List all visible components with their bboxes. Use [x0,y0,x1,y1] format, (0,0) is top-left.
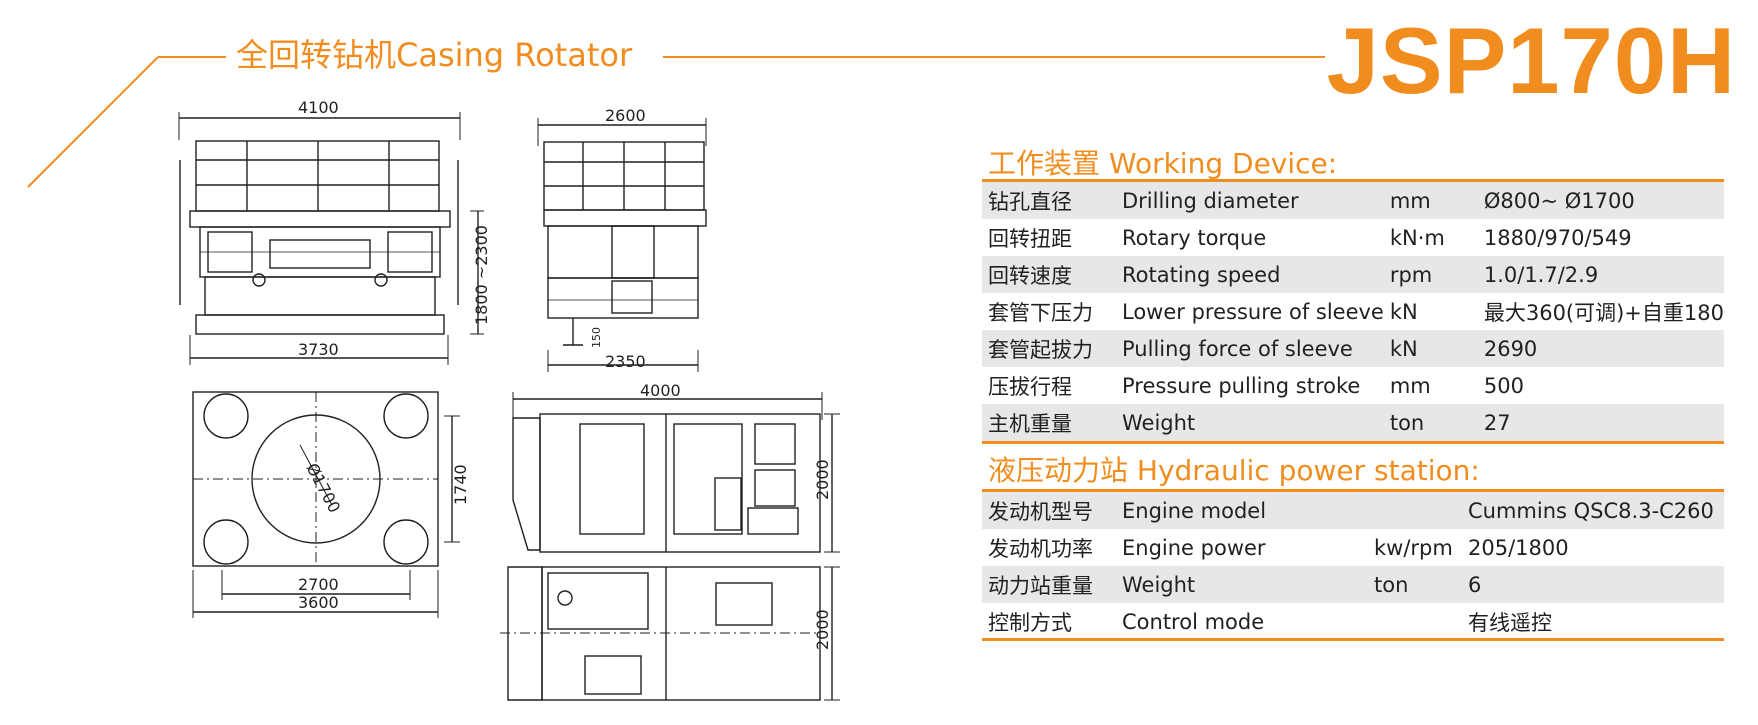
spec-label-cn: 发动机型号 [982,492,1116,529]
power-station-top-drawing: 2000 [500,566,840,701]
spec-label-cn: 回转扭距 [988,226,1072,251]
spec-unit: ton [1383,404,1478,441]
spec-row: 控制方式 Control mode 有线遥控 [982,603,1724,640]
power-station-top-height: 2000 [813,609,832,650]
side-foot-height: 150 [590,327,603,348]
power-station-length: 4000 [640,381,681,400]
front-top-width: 4100 [298,98,339,117]
spec-row: 压拔行程 Pressure pulling stroke mm 500 [982,367,1724,404]
front-bottom-width: 3730 [298,340,339,359]
spec-label-cn: 发动机功率 [988,536,1093,561]
spec-value: 6 [1462,566,1724,603]
spec-label-en: Weight [1116,404,1384,441]
working-device-top-rule [982,179,1724,182]
plan-width-outer: 3600 [298,593,339,612]
spec-label-en: Pressure pulling stroke [1122,373,1361,398]
spec-unit: kN·m [1389,225,1445,250]
front-view-drawing: 4100 3730 1800 ~2300 [178,98,491,365]
spec-label-cn: 控制方式 [988,610,1072,635]
spec-label-en: Drilling diameter [1116,182,1384,219]
side-view-drawing: 2600 2350 150 [537,106,707,372]
spec-unit [1368,603,1462,640]
spec-unit: kN [1389,299,1418,324]
spec-unit: kw/rpm [1374,535,1453,560]
spec-label-cn: 动力站重量 [982,566,1116,603]
spec-label-en: Rotary torque [1122,225,1267,250]
spec-label-en: Lower pressure of sleeve [1122,299,1384,324]
plan-height: 1740 [451,464,470,505]
spec-unit: kN [1383,330,1478,367]
plan-diameter: Ø1700 [302,460,344,516]
spec-unit: mm [1383,182,1478,219]
power-station-front-height: 2000 [813,459,832,500]
spec-value: Ø800~ Ø1700 [1477,182,1724,219]
spec-label-cn: 压拔行程 [988,374,1072,399]
working-device-bottom-rule [982,441,1724,444]
spec-value: 1.0/1.7/2.9 [1477,256,1724,293]
side-bottom-width: 2350 [605,352,646,371]
spec-unit: rpm [1383,256,1478,293]
spec-label-en: Pulling force of sleeve [1116,330,1384,367]
spec-value: 1880/970/549 [1483,225,1632,250]
power-station-top-rule [982,489,1724,492]
power-station-heading: 液压动力站 Hydraulic power station: [988,454,1480,487]
side-top-width: 2600 [605,106,646,125]
spec-row: 回转扭距 Rotary torque kN·m 1880/970/549 [982,219,1724,256]
spec-label-en: Control mode [1122,609,1265,634]
spec-label-en: Weight [1116,566,1368,603]
model-number: JSP170H [1326,8,1736,113]
spec-value: 27 [1477,404,1724,441]
spec-label-cn: 钻孔直径 [982,182,1116,219]
spec-value: 205/1800 [1468,535,1569,560]
spec-label-cn: 套管下压力 [988,300,1093,325]
spec-unit [1368,492,1462,529]
plan-view-drawing: Ø1700 2700 3600 1740 [192,391,470,618]
power-station-bottom-rule [982,638,1724,641]
page-title: 全回转钻机Casing Rotator [236,36,633,74]
spec-unit: mm [1389,373,1431,398]
spec-row: 发动机功率 Engine power kw/rpm 205/1800 [982,529,1724,566]
decorative-lines [27,56,1325,188]
spec-value: 有线遥控 [1468,610,1552,635]
spec-value: 最大360(可调)+自重180 [1483,300,1724,325]
spec-value: 2690 [1477,330,1724,367]
front-height: 1800 ~2300 [472,225,491,325]
spec-value: Cummins QSC8.3-C260 [1462,492,1724,529]
spec-label-en: Rotating speed [1116,256,1384,293]
spec-unit: ton [1368,566,1462,603]
spec-label-cn: 回转速度 [982,256,1116,293]
plan-width-inner: 2700 [298,575,339,594]
spec-label-cn: 主机重量 [982,404,1116,441]
spec-value: 500 [1483,373,1524,398]
spec-label-cn: 套管起拔力 [982,330,1116,367]
spec-label-en: Engine model [1116,492,1368,529]
spec-label-en: Engine power [1122,535,1266,560]
power-station-front-drawing: 4000 2000 [512,381,840,553]
working-device-heading: 工作装置 Working Device: [988,147,1338,180]
